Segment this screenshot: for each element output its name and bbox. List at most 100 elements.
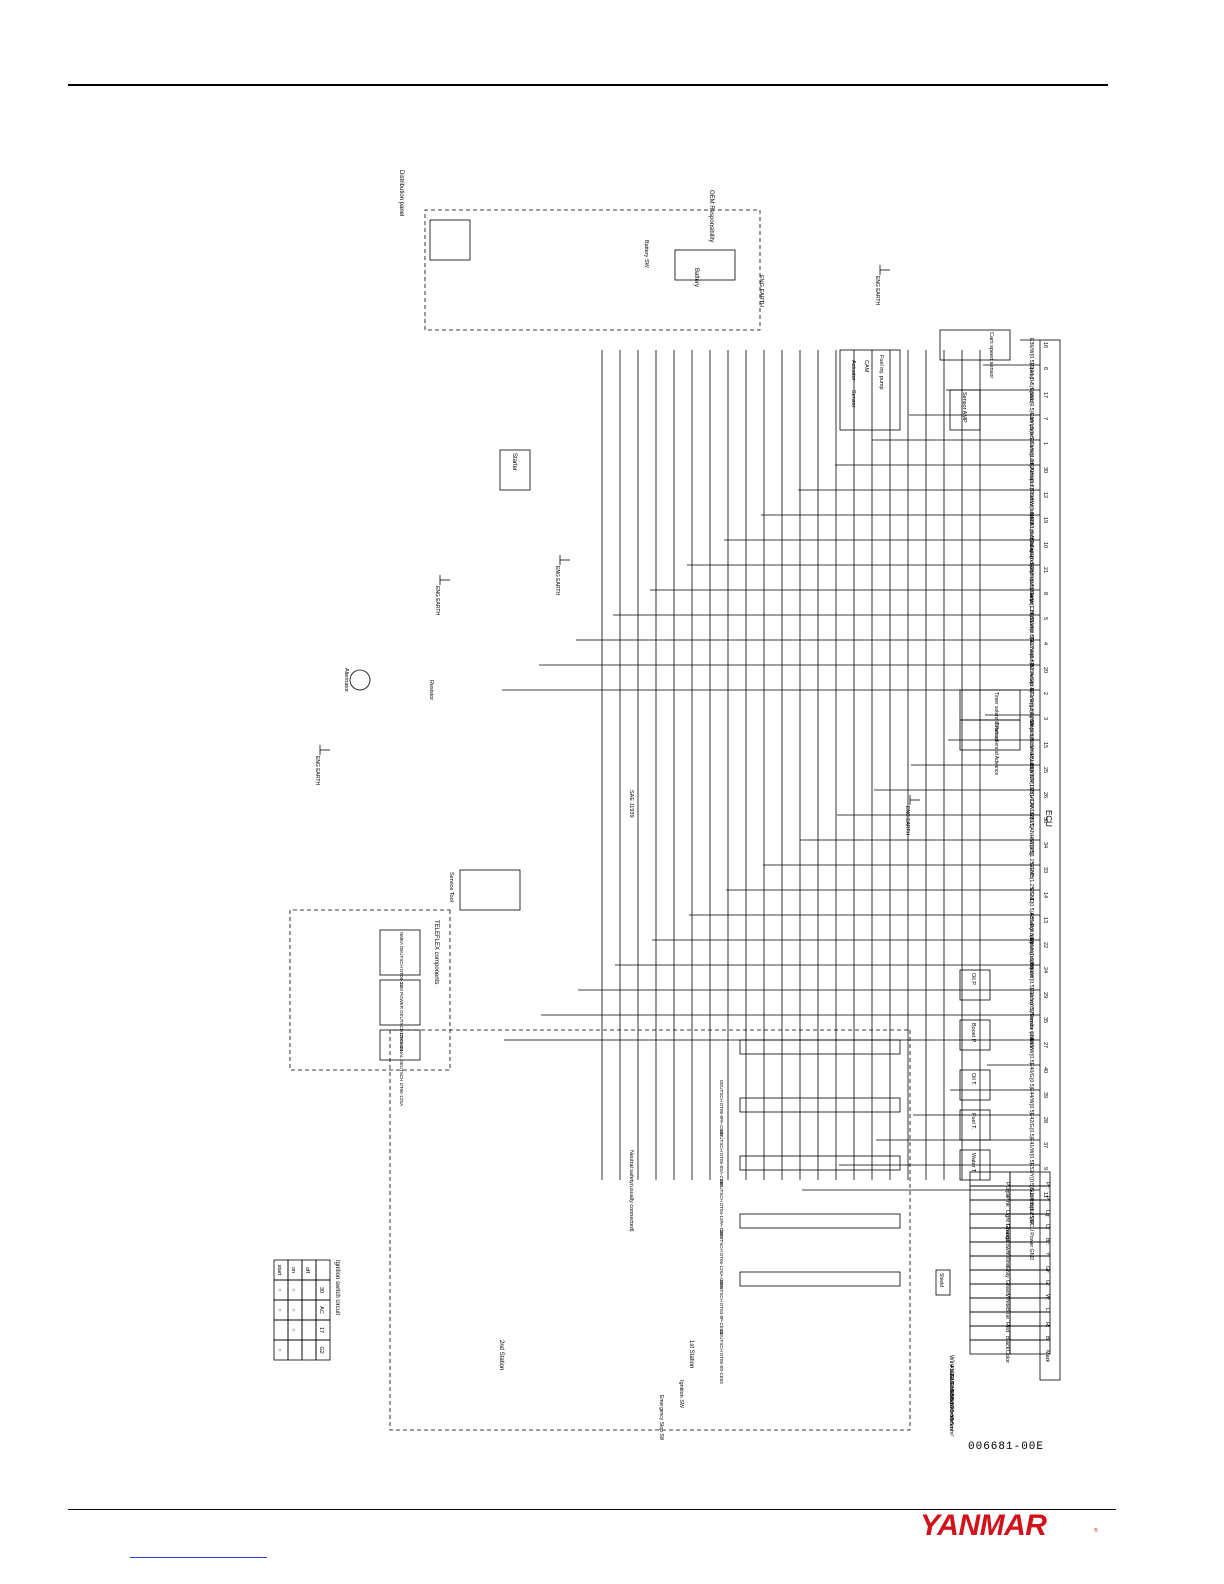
ecu-pin-label: E55/R(0.5)Neutral safety [1028,913,1034,970]
ecu-pin-label: E52/Y(0.5)Sub throttle SW [1028,1163,1034,1224]
color-table-cell [969,1311,1011,1327]
fuel-inj-pump-label: Fuel inj. pump [878,355,884,390]
harness-connector [739,1155,901,1171]
eng-earth-label: ENG EARTH [434,586,440,615]
connector-label: DEUTSCH DT04-12PA-CE07 [719,1180,724,1239]
timer-advance-label: Timer solenoid Advance [993,722,999,775]
shield-symbol [935,1269,951,1296]
ecu-pin-number: 39 [1042,1092,1048,1098]
ecu-pin-number: 7 [1042,417,1048,420]
ignition-table-header: 17 [318,1327,324,1333]
connector-label: DEUTSCH DT06-8S-CE03 [719,1330,724,1384]
ecu-box [1039,339,1061,1381]
fuel-inj-pump-box [839,349,901,431]
ecu-pin-label: G10/B(1.25)GND [1028,838,1034,878]
service-tool-label: Service Tool [448,872,454,902]
footer-link-underline[interactable] [130,1557,267,1558]
ecu-label: ECU [1044,810,1053,827]
alternator-symbol [349,669,371,691]
color-table-value: G: [1044,1280,1050,1286]
second-station-label: 2nd Station [498,1340,504,1370]
wire-size-entry: AWG18<=>0.85mm² [948,1381,954,1432]
ecu-pin-number: 16 [1042,342,1048,348]
ecu-pin-label: E03/W(0.5)Starter Check [1028,563,1034,621]
color-table-value: Blue [1004,1308,1010,1319]
ecu-pin-label: E39/LB(0.5)Cam pulse [1028,413,1034,466]
ecu-pin-number: 10 [1042,542,1048,548]
teleflex-box [289,909,451,1071]
ignition-table-cell [301,1299,317,1321]
color-table-value: B: [1044,1336,1050,1342]
water-t-sensor-label: Water T. [970,1153,976,1174]
color-table-value: Brown [1004,1238,1010,1254]
color-table-value: Y: [1044,1252,1050,1257]
ignition-sw-label: Ignition SW [678,1380,684,1409]
ecu-pin-label: B12A/G(0.5)2nd station key [1028,538,1034,602]
ignition-table-cell [273,1319,289,1341]
battery-sw-label: Battery SW [643,240,649,269]
sae-j1939-label: SAE J1939 [628,790,634,818]
ignition-table-value: off [304,1267,310,1273]
yanmar-logo: YANMAR ® [920,1510,1105,1542]
ecu-pin-label: E31/Y(0.5)Throttle position [1028,988,1034,1050]
fuel-t-sensor [959,1109,991,1141]
ecu-pin-label: G10/B(1.25)GND [1028,863,1034,903]
sensor-amp-box [949,389,981,431]
color-table-value: Red [1004,1322,1010,1332]
ecu-pin-label: E80/CANH/W(0.5) [1028,813,1034,856]
ecu-pin-label: E51/L(0.5)Actuator relay [1028,888,1034,945]
color-table-value: Pink [1004,1196,1010,1207]
ecu-pin-label: B30/W(0.5)Sensor 5V [1028,963,1034,1014]
ignition-table-value: ○ [276,1308,282,1311]
eng-earth-label: ENG EARTH [554,566,560,595]
harness-connector [739,1039,901,1055]
ecu-pin-label: G10C/B(1.25)ECU Power GND [1028,1188,1034,1260]
ecu-pin-number: 11 [1042,1192,1048,1198]
ecu-pin-number: 8 [1042,592,1048,595]
oem-responsibility-box [424,209,761,331]
battery-label: Battery [693,268,699,287]
footer-rule [68,1509,1116,1510]
logo-wordmark: YANMAR [920,1509,1047,1542]
resistor-label: Resistor [428,680,434,700]
wire-size-entry: AWG10<=>5mm² [948,1365,954,1408]
ecu-pin-number: 29 [1042,992,1048,998]
actuator-label: Actuator [850,360,856,381]
ecu-pin-number: 30 [1042,467,1048,473]
ignition-table-header: AC [318,1306,324,1314]
nmea-connector [379,929,421,976]
color-table-value: Purple [1004,1182,1010,1198]
color-table-cell [969,1241,1011,1257]
ecu-pin-label: E36/W(0.5)Speed + [1028,338,1034,384]
ecu-pin-number: 26 [1042,792,1048,798]
ecu-pin-number: 6 [1042,367,1048,370]
ignition-table-header: 30 [318,1287,324,1293]
ecu-pin-label: E40/G(0.5) [1028,1063,1034,1089]
color-table-cell [1009,1269,1051,1285]
color-table-value: W: [1044,1294,1050,1301]
color-table-value: Br: [1044,1238,1050,1246]
color-table-cell [969,1199,1011,1215]
ecu-pin-number: 33 [1042,867,1048,873]
ecu-pin-number: 12 [1042,492,1048,498]
color-table-cell [1009,1297,1051,1313]
nmea-label: NMEA DEUTSCH DT06-2S [399,932,404,987]
eng-earth-label: ENG EARTH [314,756,320,785]
neutral-safety-label: Neutral safety(usually connected) [628,1150,634,1232]
color-table-value: Lg: [1044,1210,1050,1218]
ecu-pin-label: B20/LW(0.5)ECU main relay [1028,488,1034,553]
drawing-number: 006681-00E [968,1441,1045,1453]
harness-connector [739,1097,901,1113]
ecu-pin-label: E42/G(0.5) [1028,1113,1034,1139]
color-table-value: O: [1044,1224,1050,1230]
wire-size-entry: AWG20<=>0.5mm² [948,1389,954,1436]
cam-label: CAM [863,360,869,373]
cam-speed-sensor-box [939,329,1011,361]
ecu-pin-number: 25 [1042,767,1048,773]
color-table-value: Light Green [1004,1210,1010,1239]
ecu-pin-number: 13 [1042,917,1048,923]
ignition-table-value: ○ [290,1288,296,1291]
boost-p-sensor-label: Boost P. [970,1023,976,1044]
